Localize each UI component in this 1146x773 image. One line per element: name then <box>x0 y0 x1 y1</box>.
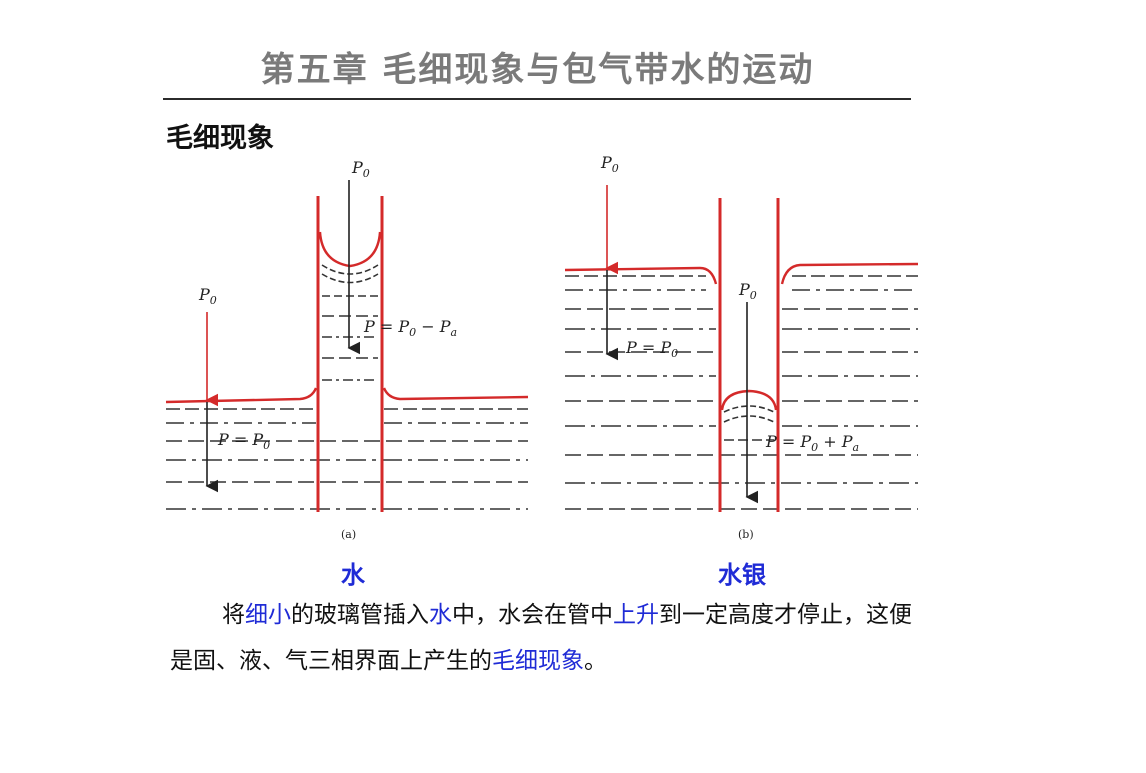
figure-a-tube-equation: P = P0 − Pa <box>363 317 457 339</box>
figure-b-bath-equation: P = P0 <box>625 338 678 360</box>
figure-a <box>165 180 529 512</box>
para-highlight-2: 水 <box>429 602 452 628</box>
figure-b <box>564 185 919 512</box>
para-text-5: 。 <box>584 648 607 674</box>
figure-a-bath-lines <box>166 264 528 510</box>
para-highlight-1: 细小 <box>245 602 291 628</box>
figure-b-p0-left: P0 <box>600 153 619 175</box>
para-text-4: 到一定高度才停止，这便是固、液、气三相界面上产生的 <box>170 602 912 674</box>
section-heading: 毛细现象 <box>166 123 274 154</box>
figure-a-p0-left: P0 <box>198 285 217 307</box>
para-text-2: 的玻璃管插入 <box>291 602 429 628</box>
para-text-1: 将 <box>222 602 245 628</box>
figure-a-caption: (a) <box>341 528 356 541</box>
para-highlight-3: 上升 <box>613 602 659 628</box>
page-title: 第五章 毛细现象与包气带水的运动 <box>260 50 815 90</box>
figure-a-p0-top: P0 <box>351 158 370 180</box>
figure-b-p0-tube: P0 <box>738 280 757 302</box>
title-divider <box>163 98 911 100</box>
para-highlight-4: 毛细现象 <box>492 648 584 674</box>
figure-a-bath-equation: P = P0 <box>217 430 270 452</box>
figure-b-tube-equation: P = P0 + Pa <box>765 432 859 454</box>
capillary-diagram: P0 P0 P = P0 − Pa P = P0 (a) <box>165 153 919 541</box>
figure-b-label: 水银 <box>718 560 766 589</box>
description-paragraph: 将细小的玻璃管插入水中，水会在管中上升到一定高度才停止，这便是固、液、气三相界面… <box>170 592 920 684</box>
figure-a-label: 水 <box>341 560 365 589</box>
figure-b-caption: (b) <box>738 528 754 541</box>
figure-b-bath-lines <box>565 275 918 510</box>
para-text-3: 中，水会在管中 <box>452 602 613 628</box>
